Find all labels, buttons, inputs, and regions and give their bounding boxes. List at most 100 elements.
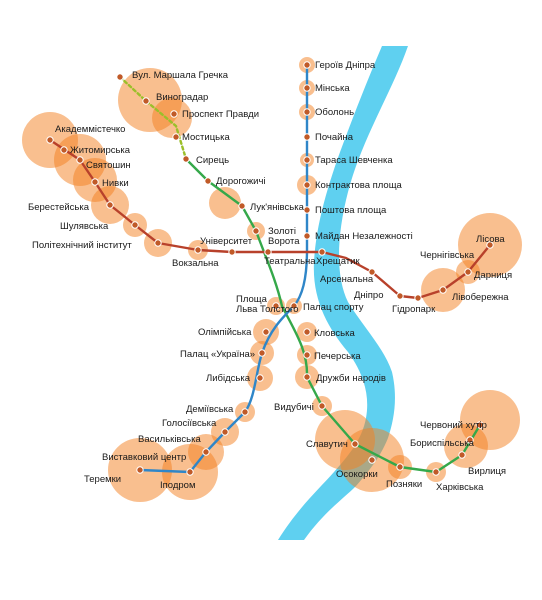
station-label[interactable]: Вокзальна bbox=[172, 258, 219, 269]
station-label[interactable]: Дніпро bbox=[354, 290, 384, 301]
station-label[interactable]: Майдан Незалежності bbox=[315, 231, 413, 242]
station-label[interactable]: Видубичі bbox=[274, 402, 314, 413]
station-dot[interactable] bbox=[368, 268, 376, 276]
station-dot[interactable] bbox=[256, 374, 264, 382]
station-dot[interactable] bbox=[303, 84, 311, 92]
station-label[interactable]: Теремки bbox=[84, 474, 121, 485]
station-dot[interactable] bbox=[466, 436, 474, 444]
station-dot[interactable] bbox=[142, 97, 150, 105]
station-label[interactable]: Лук'янівська bbox=[250, 202, 305, 213]
station-dot[interactable] bbox=[272, 302, 280, 310]
station-dot[interactable] bbox=[432, 468, 440, 476]
station-label[interactable]: Оболонь bbox=[315, 107, 354, 118]
station-label[interactable]: Вирлиця bbox=[468, 466, 506, 477]
station-dot[interactable] bbox=[486, 241, 494, 249]
station-dot[interactable] bbox=[368, 456, 376, 464]
station-label[interactable]: Гідропарк bbox=[392, 304, 436, 315]
station-label[interactable]: Палац «Україна» bbox=[180, 349, 255, 360]
station-label[interactable]: Дружби народів bbox=[316, 373, 386, 384]
station-dot[interactable] bbox=[258, 349, 266, 357]
station-label[interactable]: Васильківська bbox=[138, 434, 201, 445]
station-dot[interactable] bbox=[303, 181, 311, 189]
station-label[interactable]: Дорогожичі bbox=[216, 176, 266, 187]
station-label[interactable]: Лісова bbox=[476, 234, 505, 245]
station-label[interactable]: Хрещатик bbox=[316, 256, 360, 267]
station-dot[interactable] bbox=[60, 146, 68, 154]
station-label[interactable]: Проспект Правди bbox=[182, 109, 259, 120]
station-label[interactable]: Берестейська bbox=[28, 202, 90, 213]
station-dot[interactable] bbox=[252, 227, 260, 235]
station-dot[interactable] bbox=[351, 440, 359, 448]
station-dot[interactable] bbox=[194, 246, 202, 254]
station-dot[interactable] bbox=[303, 156, 311, 164]
station-dot[interactable] bbox=[303, 328, 311, 336]
station-dot[interactable] bbox=[221, 428, 229, 436]
station-dot[interactable] bbox=[106, 201, 114, 209]
station-label[interactable]: Університет bbox=[200, 236, 253, 247]
station-label[interactable]: Політехнічний інститут bbox=[32, 240, 132, 251]
station-label[interactable]: Героїв Дніпра bbox=[315, 60, 376, 71]
station-dot[interactable] bbox=[303, 133, 311, 141]
station-dot[interactable] bbox=[458, 451, 466, 459]
station-label[interactable]: Тараса Шевченка bbox=[315, 155, 393, 166]
station-label[interactable]: Арсенальна bbox=[320, 274, 374, 285]
station-label[interactable]: Осокорки bbox=[336, 469, 378, 480]
station-dot[interactable] bbox=[202, 448, 210, 456]
station-label[interactable]: Чернігівська bbox=[420, 250, 475, 261]
station-label[interactable]: Святошин bbox=[86, 160, 131, 171]
station-label[interactable]: Славутич bbox=[306, 439, 348, 450]
station-label[interactable]: Сирець bbox=[196, 155, 229, 166]
station-dot[interactable] bbox=[136, 466, 144, 474]
station-dot[interactable] bbox=[172, 133, 180, 141]
station-dot[interactable] bbox=[303, 61, 311, 69]
station-label[interactable]: Бориспільська bbox=[410, 438, 475, 449]
station-dot[interactable] bbox=[396, 463, 404, 471]
station-label[interactable]: Житомирська bbox=[70, 145, 131, 156]
station-dot[interactable] bbox=[318, 248, 326, 256]
station-dot[interactable] bbox=[303, 206, 311, 214]
station-label[interactable]: Театральна bbox=[264, 256, 316, 267]
station-dot[interactable] bbox=[154, 239, 162, 247]
station-label[interactable]: Палац спорту bbox=[303, 302, 364, 313]
station-label[interactable]: Мінська bbox=[315, 83, 350, 94]
station-label[interactable]: Дарниця bbox=[474, 270, 512, 281]
station-label[interactable]: Деміївська bbox=[186, 404, 234, 415]
station-dot[interactable] bbox=[303, 232, 311, 240]
station-label[interactable]: Позняки bbox=[386, 479, 422, 490]
station-label[interactable]: Почайна bbox=[315, 132, 354, 143]
station-dot[interactable] bbox=[131, 221, 139, 229]
station-label[interactable]: Печерська bbox=[314, 351, 361, 362]
station-label[interactable]: Виставковий центр bbox=[102, 452, 186, 463]
station-label[interactable]: Кловська bbox=[314, 328, 355, 339]
station-label[interactable]: Либідська bbox=[206, 373, 251, 384]
station-label[interactable]: Контрактова площа bbox=[315, 180, 403, 191]
station-label[interactable]: Червоний хутір bbox=[420, 420, 487, 431]
station-dot[interactable] bbox=[264, 248, 272, 256]
station-dot[interactable] bbox=[439, 286, 447, 294]
station-dot[interactable] bbox=[476, 421, 484, 429]
station-dot[interactable] bbox=[414, 294, 422, 302]
station-dot[interactable] bbox=[262, 328, 270, 336]
station-dot[interactable] bbox=[238, 202, 246, 210]
station-label[interactable]: Олімпійська bbox=[198, 327, 252, 338]
station-dot[interactable] bbox=[318, 402, 326, 410]
station-dot[interactable] bbox=[182, 155, 190, 163]
station-label[interactable]: Іподром bbox=[160, 480, 196, 491]
station-dot[interactable] bbox=[464, 268, 472, 276]
station-dot[interactable] bbox=[46, 136, 54, 144]
station-label[interactable]: Поштова площа bbox=[315, 205, 387, 216]
station-dot[interactable] bbox=[303, 351, 311, 359]
station-dot[interactable] bbox=[91, 178, 99, 186]
station-dot[interactable] bbox=[396, 292, 404, 300]
station-dot[interactable] bbox=[76, 156, 84, 164]
station-label[interactable]: Мостицька bbox=[182, 132, 230, 143]
station-label[interactable]: Харківська bbox=[436, 482, 484, 493]
station-dot[interactable] bbox=[116, 73, 124, 81]
station-dot[interactable] bbox=[186, 468, 194, 476]
station-label[interactable]: Шулявська bbox=[60, 221, 109, 232]
station-label[interactable]: Вул. Маршала Гречка bbox=[132, 70, 229, 81]
station-dot[interactable] bbox=[303, 373, 311, 381]
station-label[interactable]: Голосіївська bbox=[162, 418, 217, 429]
station-dot[interactable] bbox=[170, 110, 178, 118]
